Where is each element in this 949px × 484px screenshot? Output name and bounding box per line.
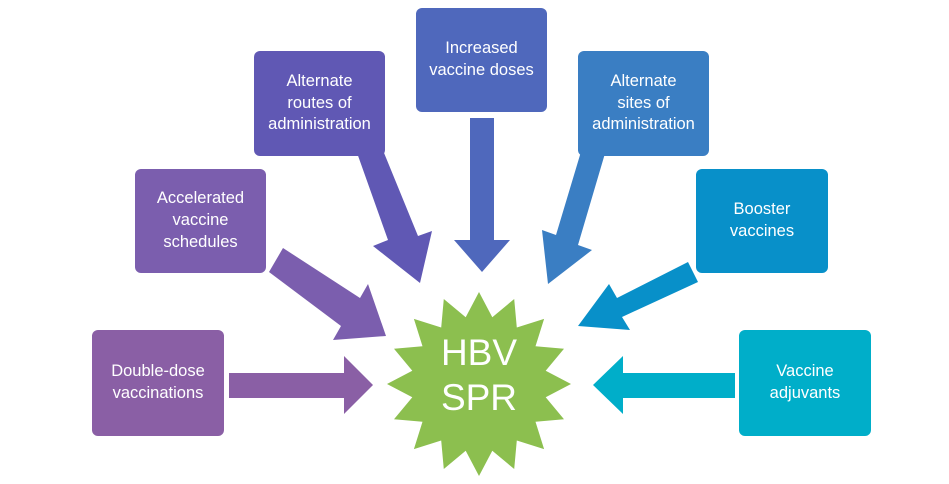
node-alternate-routes-of-administration: Alternate routes of administration <box>254 51 385 156</box>
arrow-increased-doses <box>454 118 510 272</box>
node-increased-vaccine-doses: Increased vaccine doses <box>416 8 547 112</box>
arrow-booster <box>578 262 698 330</box>
arrow-alt-routes <box>356 143 432 283</box>
node-alternate-sites-of-administration: Alternate sites of administration <box>578 51 709 156</box>
arrow-accelerated <box>269 248 386 340</box>
arrow-double-dose <box>229 356 373 414</box>
center-starburst <box>387 292 571 476</box>
node-vaccine-adjuvants: Vaccine adjuvants <box>739 330 871 436</box>
node-accelerated-vaccine-schedules: Accelerated vaccine schedules <box>135 169 266 273</box>
center-label: HBV SPR <box>440 332 518 419</box>
node-double-dose-vaccinations: Double-dose vaccinations <box>92 330 224 436</box>
arrow-adjuvants <box>593 356 735 414</box>
arrows <box>229 118 735 414</box>
arrow-alt-sites <box>542 145 606 284</box>
node-booster-vaccines: Booster vaccines <box>696 169 828 273</box>
